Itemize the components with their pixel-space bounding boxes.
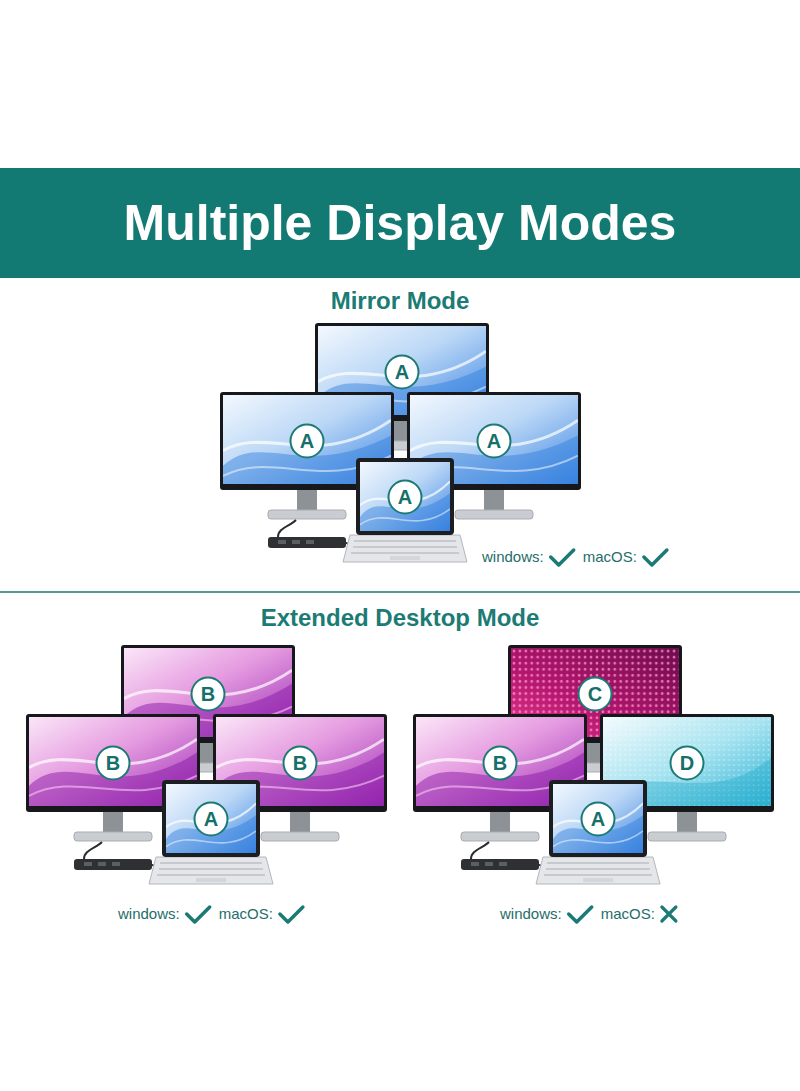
os-support-label: windows: <box>500 905 562 922</box>
badge-letter: A <box>300 431 314 452</box>
check-mark <box>569 907 592 922</box>
badge-outline <box>291 425 324 458</box>
badge-outline <box>195 803 228 836</box>
letter-badge: A <box>193 801 229 837</box>
check-stroke <box>187 907 210 922</box>
dock-port <box>485 862 493 866</box>
docking-station <box>461 859 539 870</box>
laptop <box>149 780 273 884</box>
dock-port <box>278 540 286 544</box>
letter-badge: B <box>482 745 518 781</box>
letter-badge: B <box>95 745 131 781</box>
dock-port <box>112 862 120 866</box>
check-stroke <box>280 907 303 922</box>
check-stroke <box>569 907 592 922</box>
extended-scene <box>26 645 387 884</box>
badge-outline <box>284 747 317 780</box>
letter-badge: B <box>190 676 226 712</box>
laptop-screen <box>360 462 450 531</box>
check-stroke <box>551 550 574 565</box>
section-divider <box>0 591 800 593</box>
cross-mark <box>662 907 676 921</box>
laptop <box>343 458 467 562</box>
badge-outline <box>97 747 130 780</box>
badge-outline <box>671 747 704 780</box>
check-mark <box>551 550 574 565</box>
dock-port <box>499 862 507 866</box>
letter-badge: A <box>387 479 423 515</box>
badge-letter: A <box>204 809 218 830</box>
badge-letter: A <box>591 809 605 830</box>
badge-letter: A <box>395 362 409 383</box>
dock-port <box>306 540 314 544</box>
badge-outline <box>386 356 419 389</box>
cable <box>471 842 489 859</box>
letter-badge: A <box>580 801 616 837</box>
laptop-body <box>343 458 467 562</box>
letter-badge: A <box>476 423 512 459</box>
dock-port <box>98 862 106 866</box>
badge-outline <box>579 678 612 711</box>
badge-outline <box>389 481 422 514</box>
badge-outline <box>192 678 225 711</box>
dock-port <box>84 862 92 866</box>
check-mark <box>644 550 667 565</box>
os-support-label: macOS: <box>219 905 273 922</box>
badge-outline <box>582 803 615 836</box>
laptop-screen <box>166 784 256 853</box>
docking-station <box>268 537 346 548</box>
check-mark <box>280 907 303 922</box>
check-mark <box>187 907 210 922</box>
badge-letter: D <box>680 753 694 774</box>
badge-letter: B <box>293 753 307 774</box>
letter-badge: B <box>282 745 318 781</box>
mirror-scene <box>220 323 581 562</box>
os-support-label: macOS: <box>601 905 655 922</box>
os-support-label: macOS: <box>583 548 637 565</box>
badge-letter: C <box>588 684 602 705</box>
os-support-label: windows: <box>482 548 544 565</box>
title-band <box>0 168 800 278</box>
letter-badge: D <box>669 745 705 781</box>
badge-letter: B <box>493 753 507 774</box>
cross-stroke <box>662 907 676 921</box>
badge-outline <box>484 747 517 780</box>
letter-badge: A <box>289 423 325 459</box>
os-support-label: windows: <box>118 905 180 922</box>
dock-port <box>471 862 479 866</box>
badge-letter: B <box>201 684 215 705</box>
letter-badge: A <box>384 354 420 390</box>
badge-outline <box>478 425 511 458</box>
laptop <box>536 780 660 884</box>
section-heading: Extended Desktop Mode <box>261 604 540 632</box>
dock-port <box>292 540 300 544</box>
cable <box>84 842 102 859</box>
title-text: Multiple Display Modes <box>0 168 800 278</box>
badge-letter: A <box>487 431 501 452</box>
check-stroke <box>644 550 667 565</box>
letter-badge: C <box>577 676 613 712</box>
cable <box>278 520 296 537</box>
extended-scene <box>413 645 774 884</box>
badge-letter: B <box>106 753 120 774</box>
docking-station <box>74 859 152 870</box>
laptop-body <box>149 780 273 884</box>
laptop-screen <box>553 784 643 853</box>
badge-letter: A <box>398 487 412 508</box>
laptop-body <box>536 780 660 884</box>
section-heading: Mirror Mode <box>331 287 470 315</box>
